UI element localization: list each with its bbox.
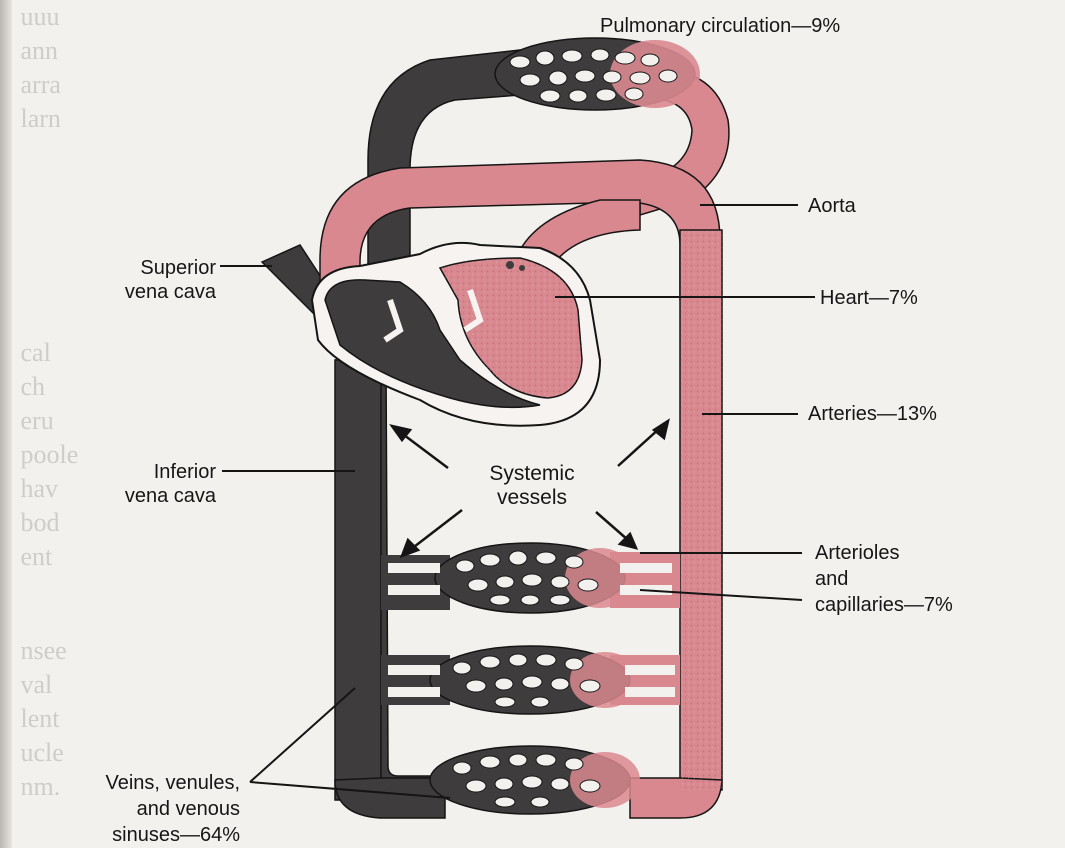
arrow-down-right [596, 512, 628, 540]
label-superior-line1: Superior [70, 256, 216, 280]
label-aorta: Aorta [808, 194, 856, 218]
label-systemic-line2: vessels [452, 486, 612, 510]
stipple-arteries [680, 230, 722, 790]
arrow-up-right [618, 428, 660, 466]
arrowhead-up-right [654, 421, 668, 438]
label-inferior-line1: Inferior [80, 460, 216, 484]
label-arterioles-capillaries: Arterioles and capillaries—7% [815, 540, 953, 618]
label-pulmonary-circulation: Pulmonary circulation—9% [600, 14, 840, 38]
label-arterioles-line1: Arterioles [815, 540, 953, 566]
arrow-up-left [400, 432, 448, 468]
arrowhead-down-left [402, 540, 418, 556]
label-arterioles-line2: and [815, 566, 953, 592]
label-arteries: Arteries—13% [808, 402, 937, 426]
label-systemic-line1: Systemic [452, 462, 612, 486]
label-superior-vena-cava: Superior vena cava [70, 256, 216, 304]
label-superior-line2: vena cava [70, 280, 216, 304]
label-heart: Heart—7% [820, 286, 918, 310]
vein-column [335, 360, 381, 800]
label-inferior-line2: vena cava [80, 484, 216, 508]
label-systemic-vessels: Systemic vessels [452, 462, 612, 510]
label-veins-line1: Veins, venules, [8, 770, 240, 796]
coronary-opening-1 [506, 261, 514, 269]
pulmonary-capillary-bed [495, 38, 700, 110]
label-veins-line2: and venous [8, 796, 240, 822]
label-arterioles-line3: capillaries—7% [815, 592, 953, 618]
label-veins-line3: sinuses—64% [8, 822, 240, 848]
coronary-opening-2 [519, 265, 525, 271]
vein-bottom-curve [335, 778, 445, 818]
label-inferior-vena-cava: Inferior vena cava [80, 460, 216, 508]
arrow-down-left [410, 510, 462, 550]
label-veins-venules: Veins, venules, and venous sinuses—64% [8, 770, 240, 848]
systemic-capillary-bed-3 [430, 746, 640, 814]
